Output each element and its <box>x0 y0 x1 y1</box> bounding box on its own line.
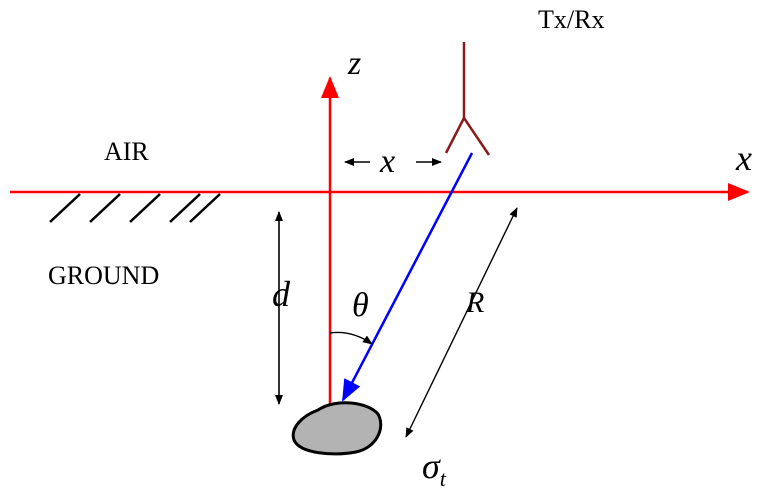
depth-label: d <box>272 274 291 314</box>
range-label: R <box>465 286 484 319</box>
ground-hatch <box>49 193 221 223</box>
antenna-label: Tx/Rx <box>538 5 604 34</box>
air-label: AIR <box>104 137 149 166</box>
cross-section-subscript: t <box>440 466 447 489</box>
range-arrow <box>405 207 518 438</box>
antenna-icon <box>444 42 491 156</box>
x-axis-label: x <box>735 138 752 178</box>
ray-arrow <box>341 152 474 402</box>
angle-label: θ <box>352 287 369 324</box>
z-axis-label: z <box>347 45 361 82</box>
cross-section-label: σt <box>422 446 447 489</box>
ground-label: GROUND <box>48 261 159 290</box>
angle-arc <box>329 331 373 345</box>
buried-target <box>291 401 383 456</box>
x-offset-label: x <box>379 143 395 180</box>
